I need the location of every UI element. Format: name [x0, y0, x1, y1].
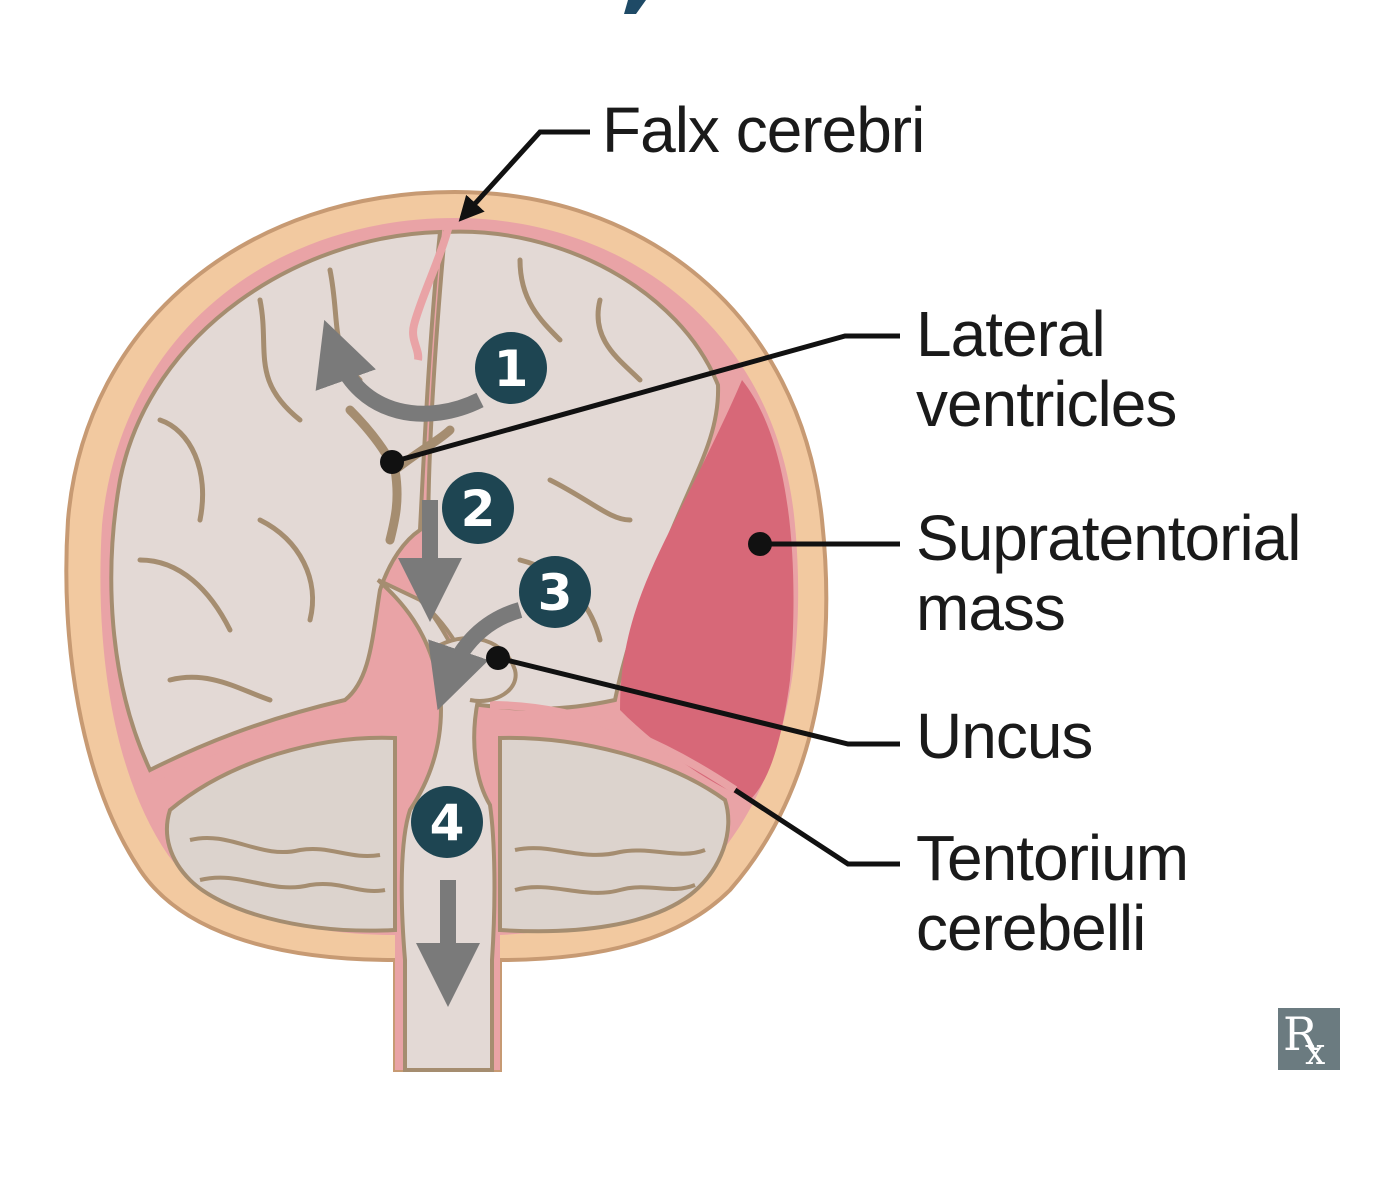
- leader-falx-cerebri: [458, 129, 590, 222]
- leader-dots: [380, 450, 772, 670]
- cerebellar-folia: [189, 835, 706, 895]
- rx-badge: R x: [1278, 1007, 1340, 1073]
- subfalcine-herniation-arrow: [315, 319, 484, 422]
- label-lateral-ventricles-line1: Lateral: [916, 298, 1105, 370]
- sulci: [137, 257, 643, 703]
- step-badge-4: 4: [411, 786, 483, 858]
- title-fragment: [624, 0, 646, 14]
- label-uncus: Uncus: [916, 700, 1092, 772]
- cerebellum: [164, 735, 731, 934]
- label-supratentorial-mass-line1: Supratentorial: [916, 502, 1300, 574]
- label-supratentorial-mass-line2: mass: [916, 572, 1065, 644]
- label-falx-cerebri: Falx cerebri: [602, 94, 924, 166]
- label-tentorium-cerebelli-line2: cerebelli: [916, 892, 1145, 964]
- uncal-herniation-arrow: [428, 602, 523, 711]
- step-number: 3: [538, 564, 573, 622]
- leader-uncus: [497, 655, 900, 747]
- label-lateral-ventricles-line2: ventricles: [916, 368, 1176, 440]
- supratentorial-mass: [620, 380, 794, 800]
- leader-lines: [391, 129, 900, 867]
- label-tentorium-cerebelli-line1: Tentorium: [916, 822, 1188, 894]
- step-number: 2: [461, 480, 496, 538]
- step-badge-2: 2: [442, 472, 514, 544]
- falx-cerebri: [409, 220, 454, 361]
- step-number: 1: [494, 340, 529, 398]
- tentorium-cerebelli: [148, 701, 738, 794]
- step-badge-1: 1: [475, 332, 547, 404]
- leader-tentorium-cerebelli: [733, 787, 900, 867]
- step-number: 4: [430, 794, 465, 852]
- rx-letter-x: x: [1305, 1032, 1325, 1073]
- step-badge-3: 3: [519, 556, 591, 628]
- rx-letter-r: R: [1283, 1007, 1319, 1061]
- leader-lateral-ventricles: [391, 333, 900, 465]
